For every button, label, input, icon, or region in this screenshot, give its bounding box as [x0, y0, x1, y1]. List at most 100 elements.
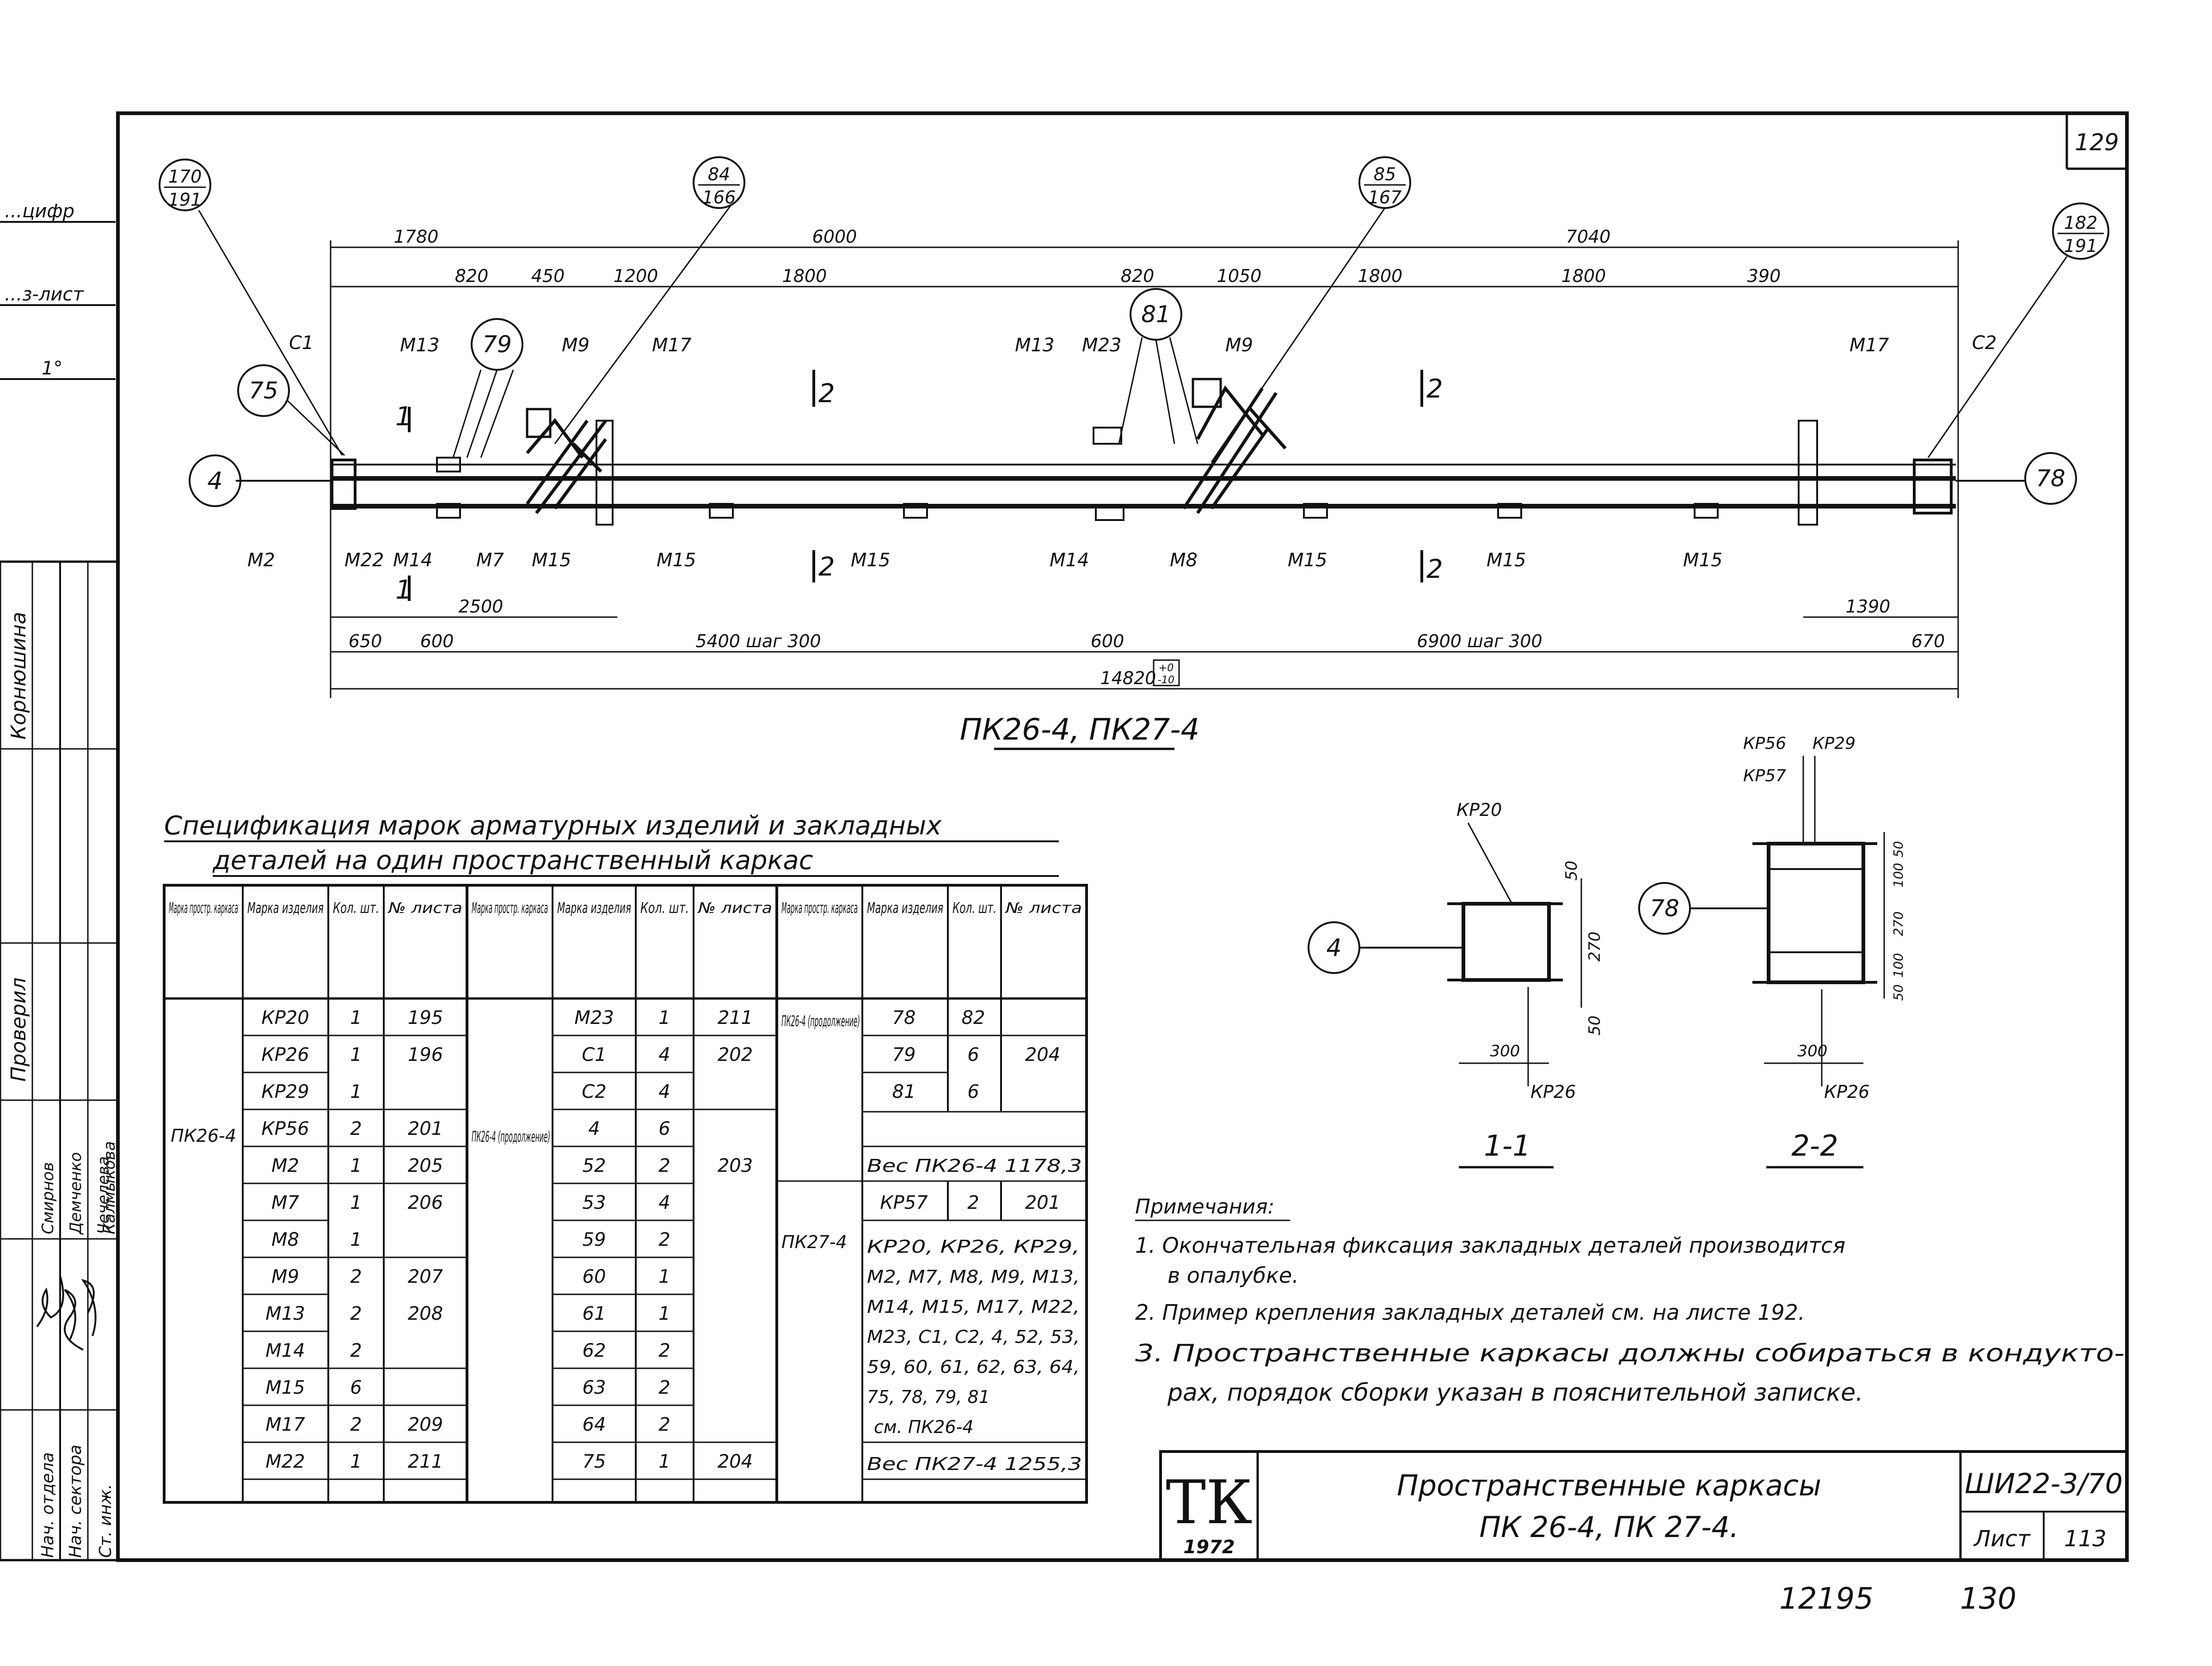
- margin-note-3: 1°: [42, 358, 62, 379]
- c3-see: см. ПК26-4: [874, 1417, 974, 1437]
- c3-list-3: М14, М15, М17, М22,: [867, 1297, 1080, 1317]
- spec-c1-r2-c3: 196: [408, 1044, 443, 1066]
- spec-c2-r5-c1: 52: [583, 1155, 606, 1176]
- spec-row-lines: [243, 1035, 1087, 1480]
- spec-c1-r9-c1: М13: [265, 1303, 305, 1324]
- spec-column-3: ПК26-4 (продолжение) 78 82 204 79 6 81 6…: [781, 1007, 1082, 1474]
- spec-c1-r10-c1: М14: [265, 1340, 305, 1361]
- callout-75-text: 75: [249, 377, 278, 404]
- c3-kp57-qty: 2: [967, 1192, 979, 1213]
- stamp-checked-label: Проверил: [7, 977, 31, 1082]
- stamp-checked-name: Корнюшина: [7, 612, 31, 740]
- spec-c2-r7-c2: 2: [658, 1229, 670, 1250]
- callout-170-top: 170: [168, 166, 202, 187]
- spec-c1-r4-c2: 2: [350, 1118, 362, 1139]
- spec-c2-r12-c2: 2: [658, 1414, 670, 1435]
- spec-c2-r2-c2: 4: [658, 1044, 670, 1066]
- spec-title-2: деталей на один пространственный каркас: [212, 845, 813, 876]
- note-1: 1. Окончательная фиксация закладных дета…: [1135, 1233, 1845, 1258]
- spec-c1-r8-c1: М9: [271, 1266, 299, 1287]
- dim-top-1780: 1780: [394, 227, 439, 247]
- margin-note-1: ...цифр: [5, 201, 74, 222]
- spec-c1-r12-c3: 209: [408, 1414, 443, 1435]
- spec-c2-r2-c1: С1: [582, 1044, 606, 1066]
- approval-stamp: Корнюшина Проверил Нач. отдела Нач. сект…: [0, 560, 119, 1562]
- spec-c2-r13-c3: 204: [718, 1451, 753, 1472]
- dim-top-1800c: 1800: [1561, 266, 1606, 286]
- lbl-m14a: М14: [393, 550, 432, 571]
- spec-c1-r12-c2: 2: [350, 1414, 362, 1435]
- c3-r1-item: 78: [892, 1007, 916, 1029]
- callout-axis-4-text: 4: [207, 467, 222, 495]
- section-mark-1b: 1: [395, 575, 412, 605]
- c3-r2-qty: 6: [967, 1044, 979, 1066]
- stamp-row-head-sector: Нач. сектора: [66, 1445, 85, 1558]
- elevation-title: ПК26-4, ПК27-4: [960, 713, 1199, 747]
- elevation-drawing: 1 1 2 2 2 2: [236, 240, 2025, 698]
- spec-c2-r5-c3: 203: [718, 1155, 753, 1176]
- callout-79: 79: [471, 318, 523, 371]
- lbl-m15d: М15: [1288, 550, 1327, 571]
- dim-bot-650: 650: [349, 631, 382, 651]
- hdr-item-3: Марка изделия: [867, 899, 943, 917]
- callout-182-bottom: 191: [2064, 236, 2098, 256]
- stamp-title-2: ПК 26-4, ПК 27-4.: [1479, 1510, 1739, 1544]
- stamp-name-3: Чечелева: [94, 1156, 113, 1234]
- spec-c1-r6-c1: М7: [271, 1192, 300, 1213]
- hdr-frame-2: Марка простр. каркаса: [472, 899, 548, 917]
- margin-note-2: ...з-лист: [5, 284, 84, 305]
- lbl-m17b: М17: [1849, 335, 1889, 356]
- hdr-frame-3: Марка простр. каркаса: [781, 899, 858, 917]
- spec-c1-r1-c3: 195: [408, 1007, 443, 1029]
- tolerance-plus: +0: [1159, 662, 1174, 674]
- spec-c2-r6-c1: 53: [583, 1192, 606, 1213]
- lbl-m15a: М15: [532, 550, 571, 571]
- spec-c1-r1-c2: 1: [350, 1007, 362, 1029]
- lbl-m14b: М14: [1050, 550, 1089, 571]
- dim-bot-6900: 6900 шаг 300: [1417, 631, 1542, 651]
- spec-c1-r11-c1: М15: [265, 1377, 305, 1398]
- c3-list-2: М2, М7, М8, М9, М13,: [867, 1267, 1080, 1287]
- sec22-dim-50a: 50: [1891, 841, 1906, 858]
- footer-number-left: 12195: [1779, 1582, 1874, 1616]
- c3-r3-qty: 6: [967, 1081, 979, 1102]
- spec-c2-r2-c3: 202: [718, 1044, 753, 1066]
- sec22-top-label-3: КР57: [1743, 766, 1786, 785]
- spec-c2-r4-c1: 4: [588, 1118, 600, 1139]
- signature-scribble: [36, 1275, 97, 1351]
- dim-top-1800a: 1800: [782, 266, 827, 286]
- spec-table-grid: [163, 884, 1088, 1504]
- dim-top-7040: 7040: [1566, 227, 1611, 247]
- stamp-row-engineer: Ст. инж.: [96, 1484, 115, 1558]
- spec-c1-r1-c1: КР20: [261, 1007, 309, 1029]
- dim-bot-600a: 600: [420, 631, 454, 651]
- spec-c2-r3-c1: С2: [582, 1081, 606, 1102]
- section-mark-2b: 2: [818, 552, 835, 582]
- lbl-m13b: М13: [1015, 335, 1054, 356]
- sec22-dim-100a: 100: [1891, 863, 1906, 888]
- spec-c2-r9-c2: 1: [658, 1303, 670, 1324]
- hdr-item-2: Марка изделия: [557, 899, 631, 917]
- callout-axis-4: 4: [189, 454, 241, 507]
- spec-c2-r13-c1: 75: [583, 1451, 606, 1472]
- spec-c1-r2-c2: 1: [350, 1044, 362, 1066]
- footer-number-right: 130: [1960, 1582, 2016, 1616]
- stamp-year: 1972: [1183, 1537, 1235, 1558]
- section-mark-2d: 2: [1426, 554, 1443, 584]
- spec-c2-r11-c2: 2: [658, 1377, 670, 1398]
- lbl-m13a: М13: [400, 335, 439, 356]
- spec-c2-r3-c2: 4: [658, 1081, 670, 1102]
- sec22-top-label-2: КР29: [1813, 734, 1856, 753]
- stamp-row-head-dept: Нач. отдела: [38, 1452, 57, 1558]
- lbl-c2: С2: [1972, 332, 1997, 354]
- callout-81-text: 81: [1141, 301, 1171, 328]
- hdr-qty-3: Кол. шт.: [952, 899, 996, 917]
- c3-kp57-item: КР57: [880, 1192, 928, 1213]
- spec-c1-r7-c1: М8: [271, 1229, 299, 1250]
- spec-c1-r5-c3: 205: [408, 1155, 443, 1176]
- lbl-m9a: М9: [562, 335, 590, 356]
- lbl-m15b: М15: [657, 550, 696, 571]
- dim-bot-5400: 5400 шаг 300: [695, 631, 821, 651]
- callout-84-top: 84: [708, 164, 730, 184]
